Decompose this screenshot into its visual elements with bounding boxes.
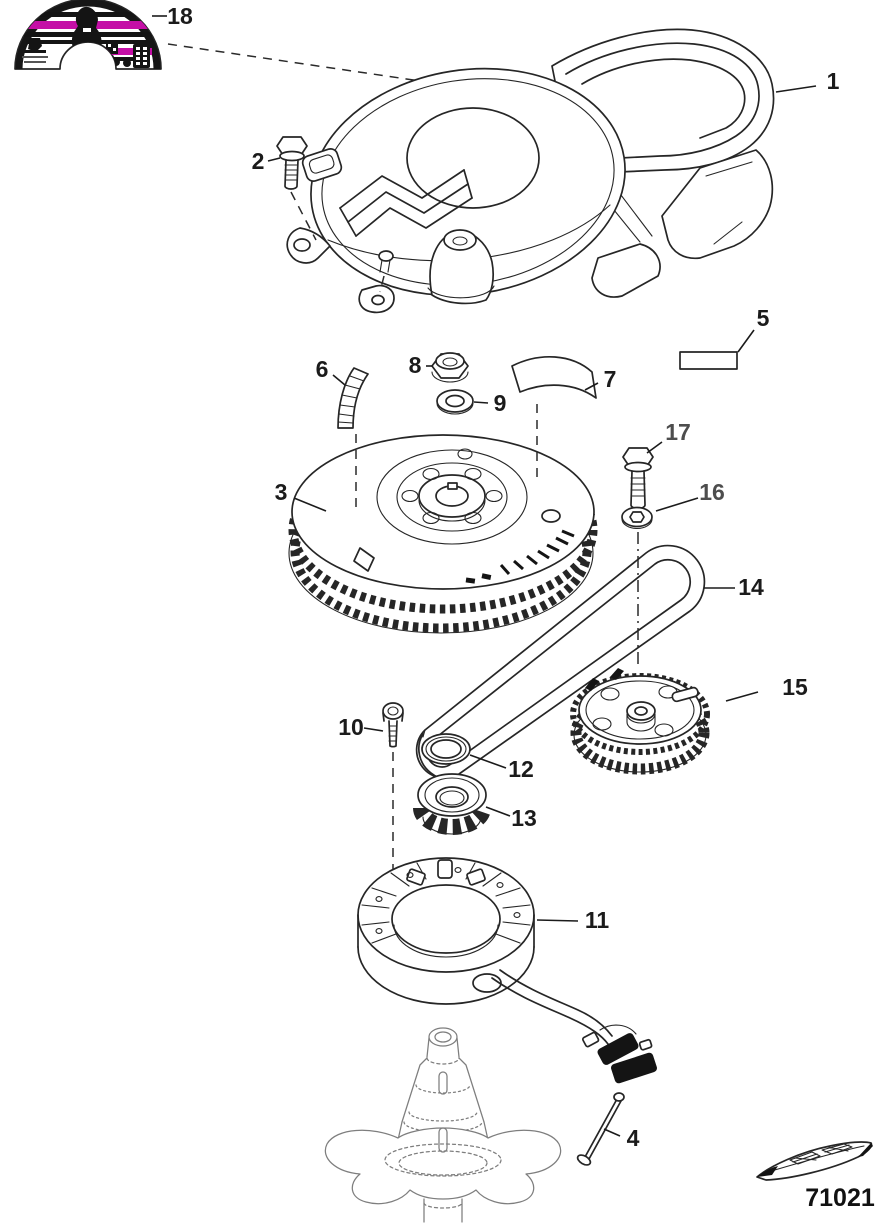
callout-12: 12 [469, 754, 534, 782]
stator-opening [391, 884, 501, 954]
cover-right-foot [591, 243, 661, 298]
cover-screw [276, 136, 308, 190]
callout-10: 10 [338, 714, 384, 740]
callout-label-3: 3 [275, 479, 288, 505]
callout-label-11: 11 [585, 907, 610, 933]
callout-13: 13 [485, 805, 537, 831]
ring-gear-teeth-upper [288, 446, 598, 614]
geared-coupler [413, 773, 491, 835]
drawing-number: 71021 [805, 1184, 875, 1212]
callout-16: 16 [655, 479, 725, 512]
callout-1: 1 [775, 68, 840, 94]
callout-18: 18 [152, 3, 193, 29]
callout-4: 4 [603, 1125, 640, 1151]
flywheel-face [291, 434, 595, 590]
wire-boss [472, 973, 502, 993]
cover-arm-slot [581, 58, 746, 139]
callout-label-16: 16 [699, 479, 725, 505]
curved-strip [337, 367, 369, 429]
callout-9: 9 [473, 390, 507, 416]
pulley-bolt-washer [621, 506, 653, 529]
drive-belt [415, 544, 706, 782]
callout-label-4: 4 [627, 1125, 640, 1151]
callout-label-12: 12 [508, 756, 534, 782]
cover-clip-pad [301, 148, 343, 182]
stator-bottom [357, 946, 535, 1005]
stator-screw [382, 702, 404, 748]
flywheel-hub [418, 474, 486, 518]
stator [357, 857, 657, 1084]
callout-2: 2 [252, 148, 281, 174]
cover-recess [406, 107, 540, 209]
callout-17: 17 [646, 419, 691, 454]
stator-pole-lines [361, 862, 531, 944]
rim-tab [353, 547, 375, 572]
callout-label-18: 18 [167, 3, 193, 29]
callout-label-6: 6 [316, 356, 329, 382]
callout-label-8: 8 [409, 352, 422, 378]
seal-ring [421, 733, 471, 765]
cover-bracket [661, 149, 774, 260]
assembly-axis-lines [290, 191, 639, 870]
callout-label-10: 10 [338, 714, 364, 740]
callout-label-14: 14 [738, 574, 764, 600]
pulley-bolt [622, 447, 654, 510]
shim-plate [679, 351, 738, 370]
flywheel-washer [436, 389, 474, 415]
curved-wedge [511, 356, 597, 399]
cover-bottom-lug [358, 250, 395, 314]
flywheel [288, 434, 598, 634]
callout-label-17: 17 [665, 419, 691, 445]
pulley-hub [626, 701, 656, 721]
callout-5: 5 [737, 305, 770, 353]
flywheel-cover [286, 28, 775, 314]
decal-placement-leader [167, 43, 469, 89]
balance-marks [499, 529, 575, 575]
callout-8: 8 [409, 352, 433, 378]
cover-left-lug [286, 227, 331, 264]
callout-7: 7 [584, 366, 617, 392]
mercury-logo [339, 169, 473, 237]
callout-6: 6 [316, 356, 346, 386]
callout-label-13: 13 [511, 805, 537, 831]
timing-pulley [570, 668, 710, 775]
callout-15: 15 [725, 674, 808, 702]
crankshaft-reference [324, 1027, 562, 1223]
callout-label-2: 2 [252, 148, 265, 174]
cover-arm-inner [565, 42, 760, 159]
callout-3: 3 [275, 479, 327, 512]
dowel-pin [576, 1092, 625, 1166]
boat-logo [756, 1141, 873, 1181]
callout-label-15: 15 [782, 674, 808, 700]
callout-14: 14 [704, 574, 764, 600]
stator-wire [491, 977, 609, 1045]
pulley-teeth-skirt [570, 691, 710, 775]
flywheel-nut [431, 352, 469, 383]
callout-label-9: 9 [494, 390, 507, 416]
callout-label-5: 5 [757, 305, 770, 331]
cover-cone-boss [427, 229, 495, 305]
harness-connector [581, 1031, 657, 1084]
warning-decal [14, 0, 162, 70]
callout-11: 11 [536, 907, 610, 933]
callout-label-1: 1 [827, 68, 840, 94]
coupler-teeth [413, 807, 491, 835]
callout-label-7: 7 [604, 366, 617, 392]
